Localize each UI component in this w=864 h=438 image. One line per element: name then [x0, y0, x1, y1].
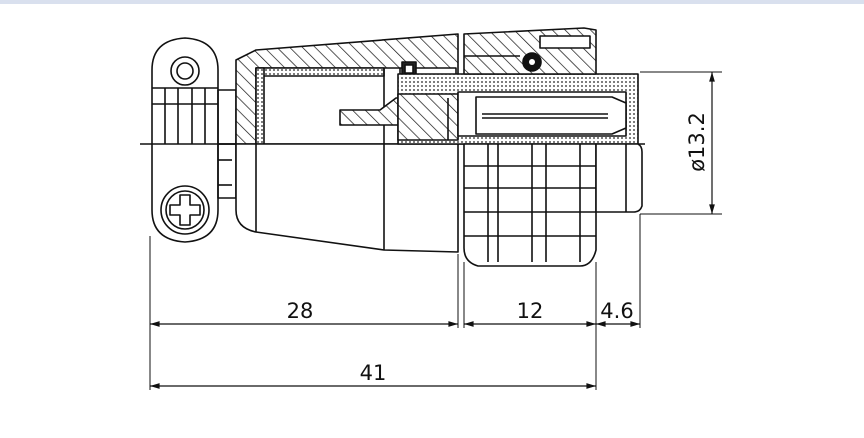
cable-sleeve	[217, 89, 237, 199]
dim-label-41: 41	[360, 361, 387, 385]
coupling-nut-section	[463, 27, 597, 75]
dim-label-28: 28	[287, 299, 314, 323]
extension-lines	[149, 71, 722, 390]
front-tip	[595, 143, 643, 213]
cable-clamp-top	[151, 37, 219, 144]
dim-label-4-6: 4.6	[600, 299, 633, 323]
dim-label-12: 12	[517, 299, 544, 323]
dim-label-diameter: ø13.2	[685, 112, 709, 172]
insulator-section	[397, 73, 639, 145]
cable-clamp-bottom	[151, 144, 232, 243]
rear-housing-outer	[235, 143, 459, 253]
coupling-nut-knurl	[463, 143, 597, 267]
top-border	[0, 0, 864, 4]
dimension-lines	[150, 72, 715, 389]
